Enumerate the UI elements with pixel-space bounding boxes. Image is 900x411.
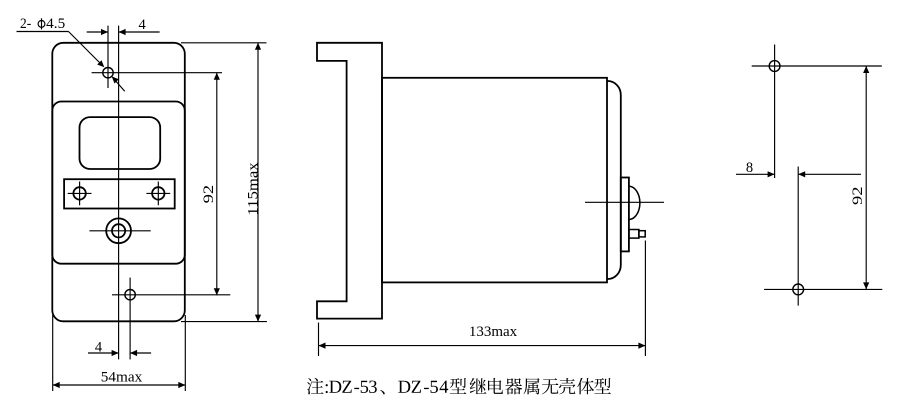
- svg-text:92: 92: [201, 185, 217, 204]
- svg-text:4: 4: [95, 339, 103, 355]
- svg-text:4.5: 4.5: [46, 16, 65, 32]
- svg-text:8: 8: [746, 160, 753, 176]
- svg-text:54max: 54max: [101, 369, 143, 385]
- svg-text:2-: 2-: [20, 16, 31, 32]
- svg-text:92: 92: [850, 186, 866, 205]
- svg-text:4: 4: [138, 17, 146, 33]
- svg-text:133max: 133max: [469, 324, 518, 340]
- svg-text:115max: 115max: [245, 162, 261, 216]
